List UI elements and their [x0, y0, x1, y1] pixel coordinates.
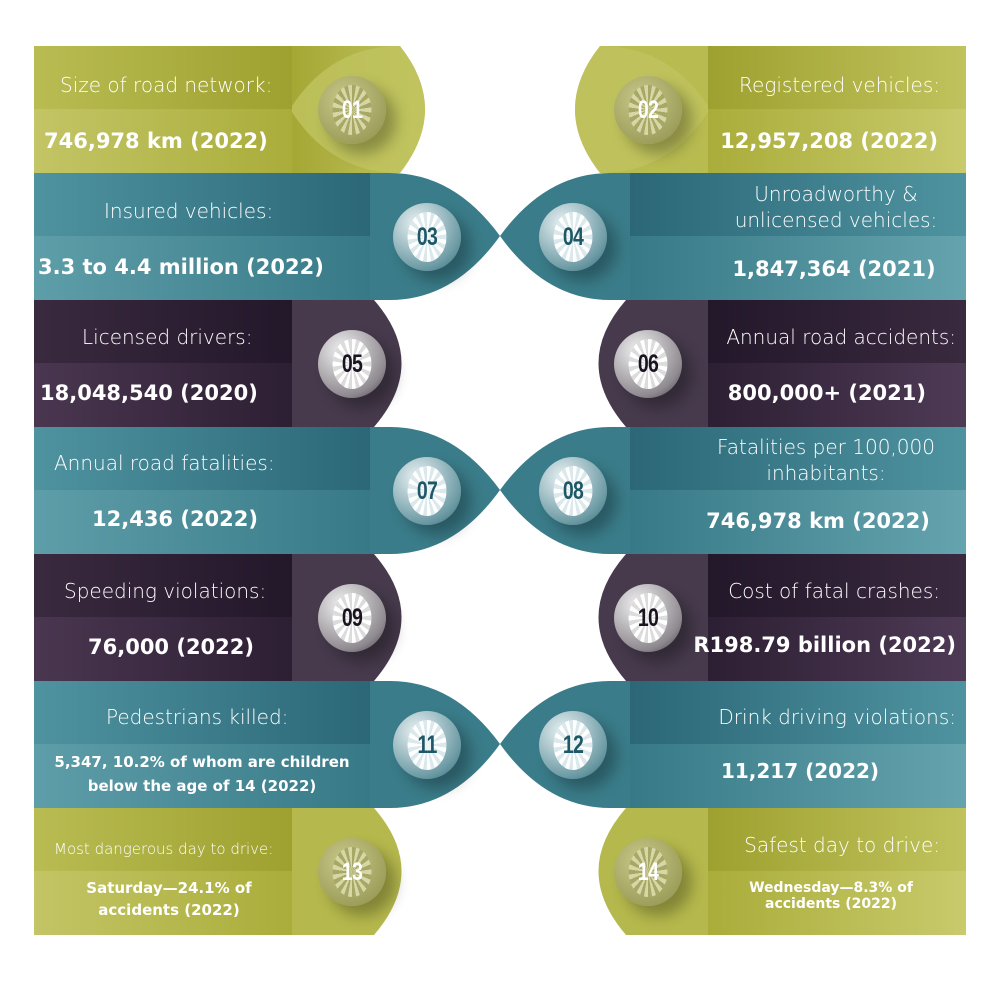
badge-11: 11	[393, 711, 461, 779]
card-09-label: Speeding violations:	[64, 579, 267, 603]
card-07-value: 12,436 (2022)	[92, 507, 258, 531]
card-05-band	[34, 300, 292, 427]
card-14-band	[708, 808, 966, 935]
badge-11-number: 11	[407, 720, 447, 770]
badge-10: 10	[614, 584, 682, 652]
badge-08-number: 08	[553, 466, 593, 516]
badge-01-number: 01	[332, 85, 372, 135]
card-11-label: Pedestrians killed:	[106, 705, 289, 729]
card-02-band	[708, 46, 966, 173]
badge-03: 03	[393, 203, 461, 271]
badge-09-number: 09	[332, 593, 372, 643]
badge-03-number: 03	[407, 212, 447, 262]
badge-09: 09	[318, 584, 386, 652]
badge-06-number: 06	[628, 339, 668, 389]
badge-08: 08	[539, 457, 607, 525]
card-02-label: Registered vehicles:	[739, 73, 940, 97]
card-01-label: Size of road network:	[60, 73, 273, 97]
card-07-band	[34, 427, 370, 554]
badge-14: 14	[614, 838, 682, 906]
badge-13: 13	[318, 838, 386, 906]
badge-04-number: 04	[553, 212, 593, 262]
badge-14-number: 14	[628, 847, 668, 897]
card-11-value-line2: below the age of 14 (2022)	[87, 777, 317, 795]
card-12-value: 11,217 (2022)	[720, 759, 880, 783]
card-11-value-line1: 5,347, 10.2% of whom are children	[54, 753, 350, 771]
badge-02-number: 02	[628, 85, 668, 135]
card-14-value-line1: Wednesday—8.3% of	[749, 880, 913, 896]
card-10-label: Cost of fatal crashes:	[728, 579, 940, 603]
badge-01: 01	[318, 76, 386, 144]
badge-13-number: 13	[332, 847, 372, 897]
card-05-label: Licensed drivers:	[82, 325, 253, 349]
card-03-band	[34, 173, 370, 300]
card-11-band	[34, 681, 370, 808]
card-14-label: Safest day to drive:	[744, 833, 940, 857]
card-05-value: 18,048,540 (2020)	[40, 381, 258, 405]
card-06-band	[708, 300, 966, 427]
badge-12-number: 12	[553, 720, 593, 770]
badge-05-number: 05	[332, 339, 372, 389]
card-12-label: Drink driving violations:	[718, 705, 956, 729]
card-08-band	[630, 427, 966, 554]
badge-12: 12	[539, 711, 607, 779]
card-10-band	[708, 554, 966, 681]
card-13-label: Most dangerous day to drive:	[54, 840, 274, 858]
card-01-band	[34, 46, 292, 173]
card-03-label: Insured vehicles:	[104, 199, 274, 223]
card-08-value: 746,978 km (2022)	[706, 509, 930, 533]
badge-07: 07	[393, 457, 461, 525]
badge-05: 05	[318, 330, 386, 398]
card-04-label-line1: Unroadworthy &	[754, 182, 918, 206]
card-01-value: 746,978 km (2022)	[44, 129, 268, 153]
card-10-value: R198.79 billion (2022)	[693, 633, 956, 657]
badge-04: 04	[539, 203, 607, 271]
card-02-value: 12,957,208 (2022)	[720, 129, 938, 153]
card-04-band	[630, 173, 966, 300]
card-06-label: Annual road accidents:	[726, 325, 956, 349]
badge-07-number: 07	[407, 466, 447, 516]
badge-02: 02	[614, 76, 682, 144]
card-06-value: 800,000+ (2021)	[727, 381, 926, 405]
card-12-band	[630, 681, 966, 808]
card-13-band	[34, 808, 292, 935]
card-03-value: 3.3 to 4.4 million (2022)	[38, 255, 324, 279]
card-09-band	[34, 554, 292, 681]
card-08-label-line1: Fatalities per 100,000	[717, 435, 935, 459]
card-09-value: 76,000 (2022)	[88, 635, 254, 659]
card-04-value: 1,847,364 (2021)	[732, 257, 936, 281]
badge-10-number: 10	[628, 593, 668, 643]
card-13-value-line2: accidents (2022)	[98, 901, 240, 919]
card-04-label-line2: unlicensed vehicles:	[734, 208, 938, 232]
card-13-value-line1: Saturday—24.1% of	[86, 879, 252, 897]
badge-06: 06	[614, 330, 682, 398]
card-07-label: Annual road fatalities:	[54, 451, 275, 475]
card-14-value-line2: accidents (2022)	[765, 896, 897, 912]
card-08-label-line2: inhabitants:	[766, 461, 886, 485]
